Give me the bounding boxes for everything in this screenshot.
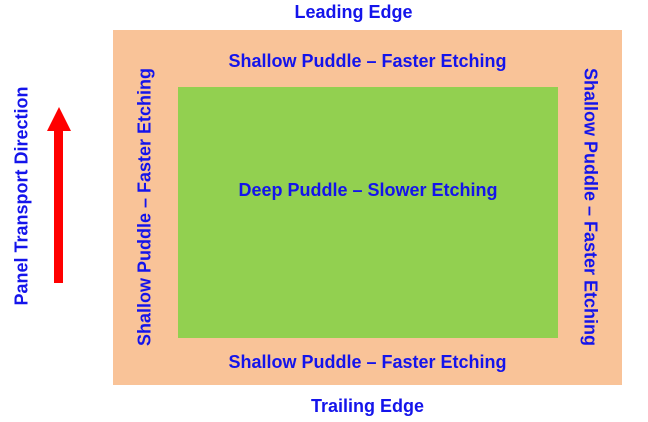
up-arrow-head <box>47 107 71 131</box>
deep-puddle-rect: Deep Puddle – Slower Etching <box>178 87 558 338</box>
panel-rect: Shallow Puddle – Faster Etching Shallow … <box>113 30 622 385</box>
shallow-puddle-top-label: Shallow Puddle – Faster Etching <box>228 51 507 71</box>
up-arrow-shaft <box>54 130 63 283</box>
panel-transport-direction-label: Panel Transport Direction <box>11 86 32 306</box>
leading-edge-label: Leading Edge <box>294 2 413 22</box>
shallow-puddle-left-label: Shallow Puddle – Faster Etching <box>134 67 155 347</box>
shallow-puddle-right-label: Shallow Puddle – Faster Etching <box>580 67 601 347</box>
shallow-puddle-bottom-label: Shallow Puddle – Faster Etching <box>228 352 507 372</box>
trailing-edge-label: Trailing Edge <box>310 396 425 416</box>
deep-puddle-label: Deep Puddle – Slower Etching <box>238 180 498 200</box>
